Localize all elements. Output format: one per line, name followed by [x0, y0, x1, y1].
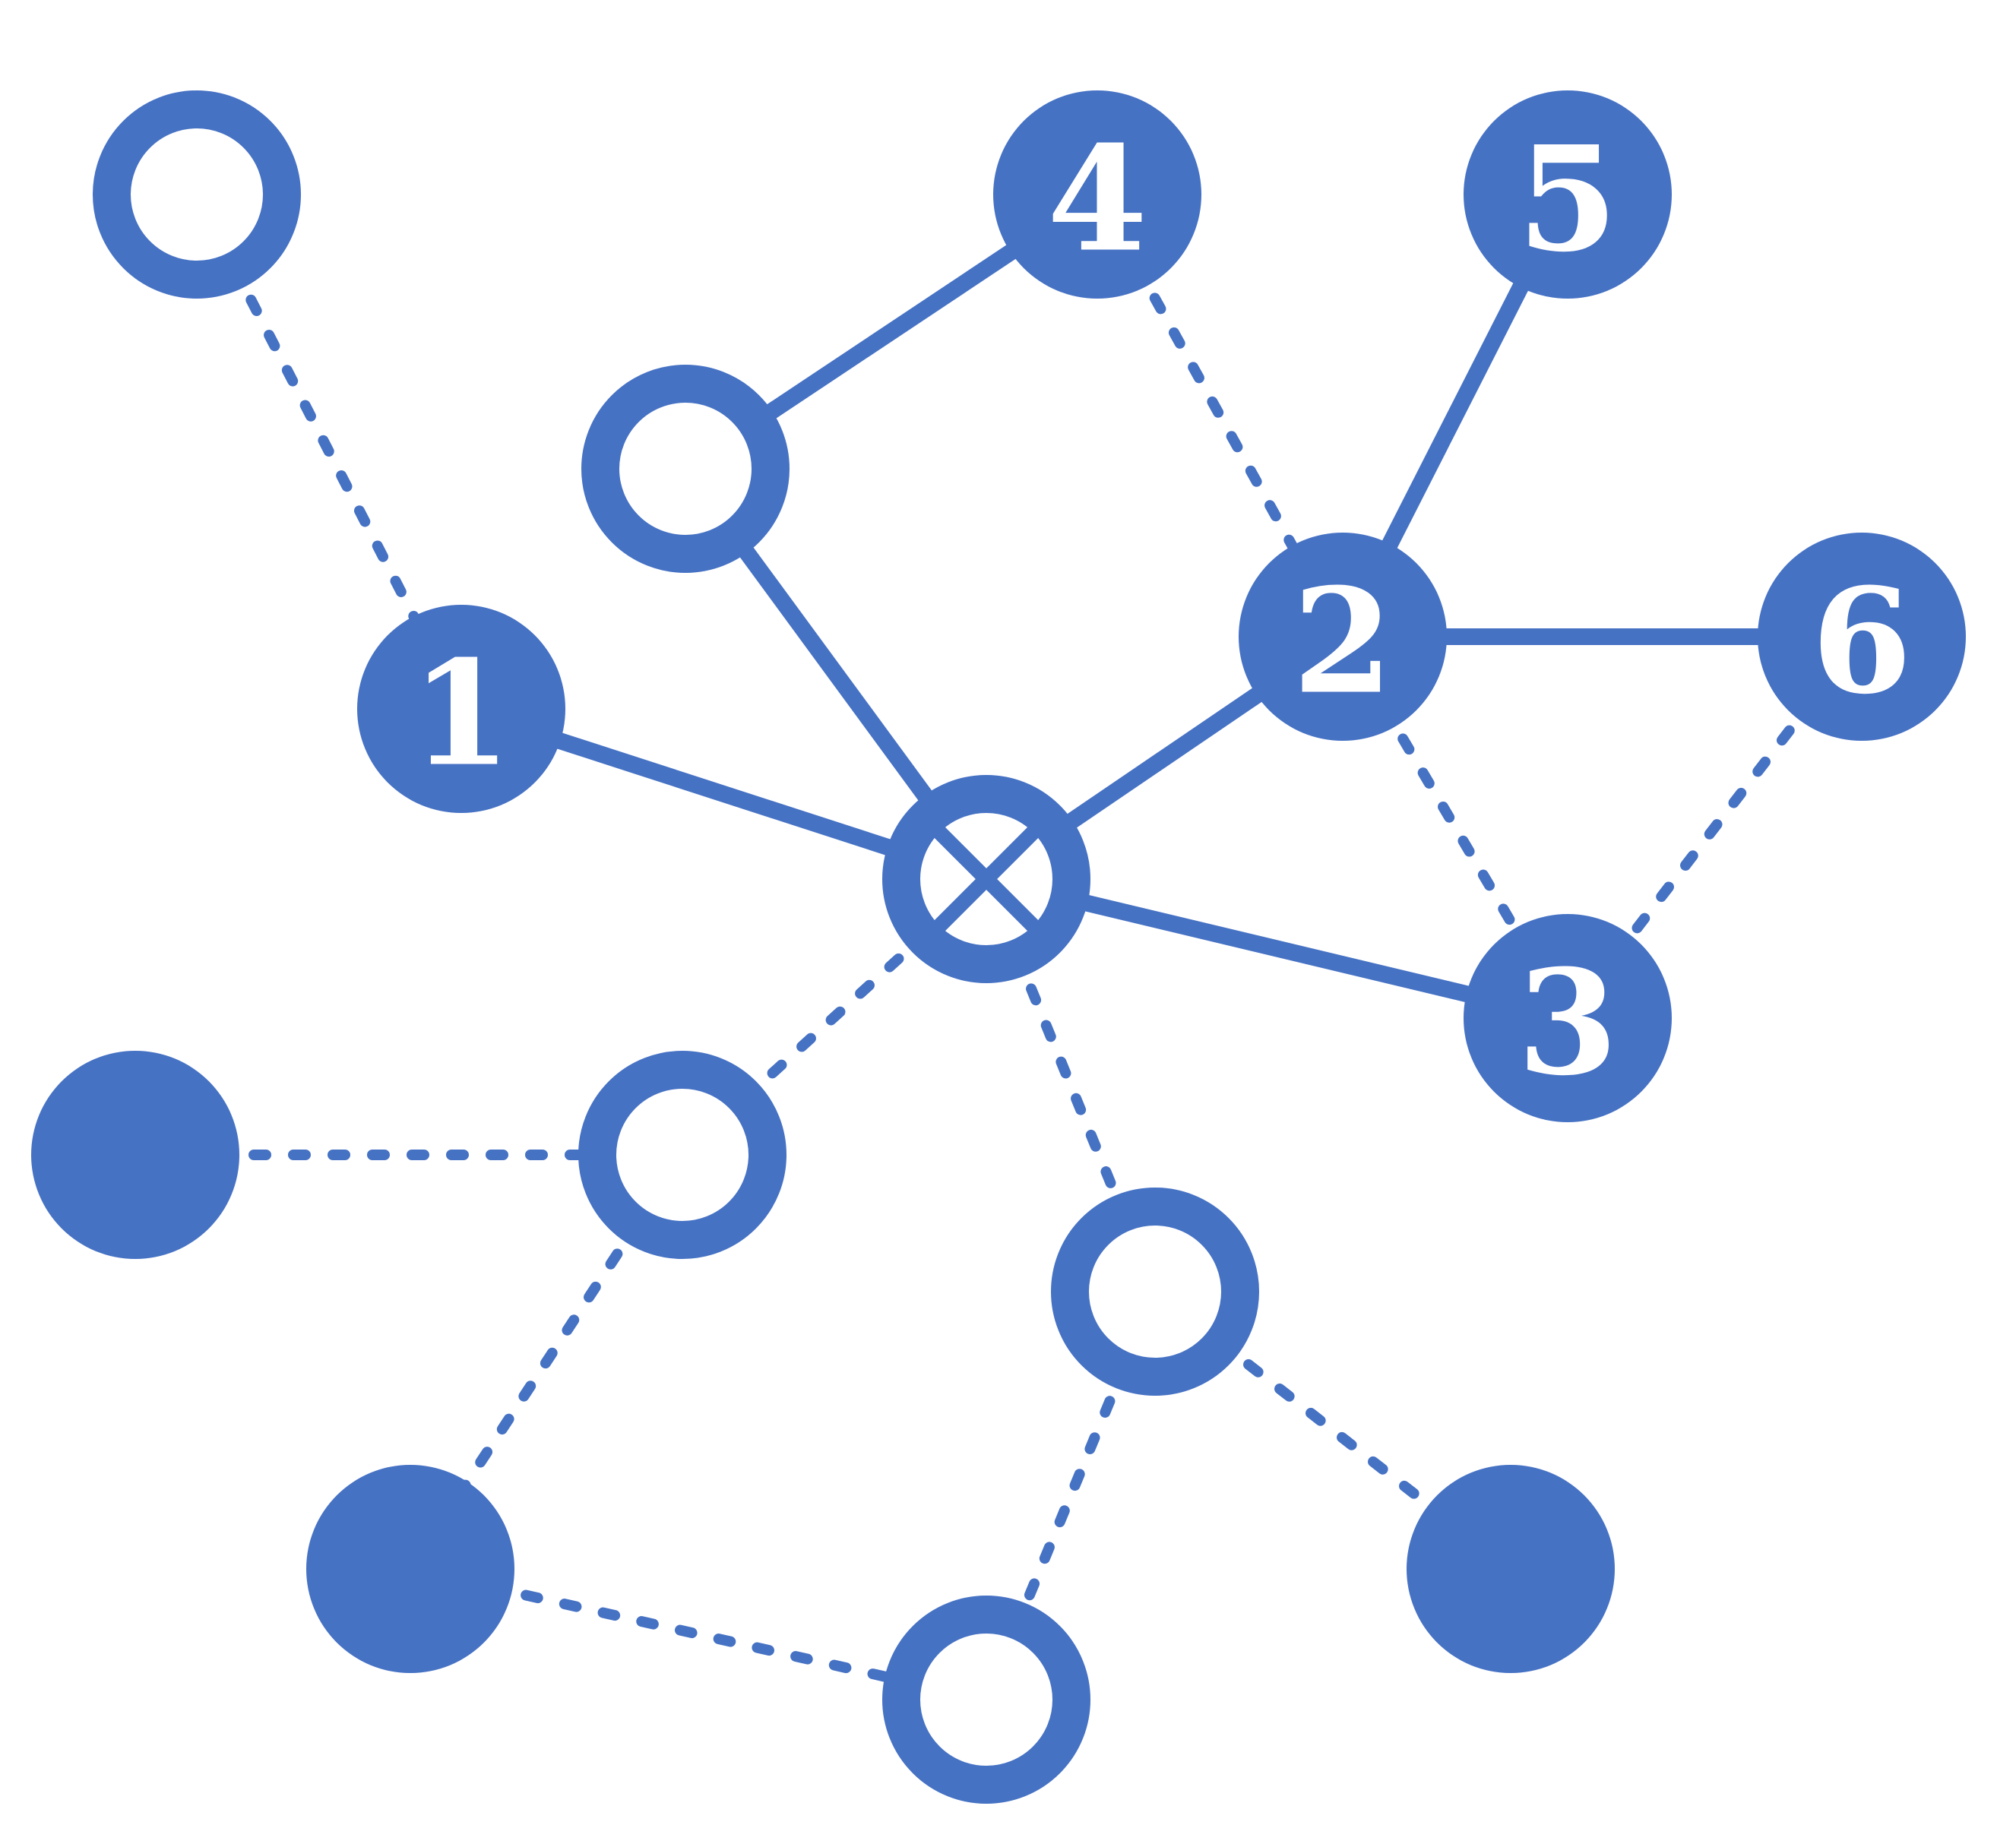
node-e [1051, 1188, 1259, 1396]
node-circle [306, 1465, 514, 1673]
node-b [581, 365, 790, 573]
node-circle [578, 1051, 786, 1259]
node-d [578, 1051, 786, 1259]
node-circle [1051, 1188, 1259, 1396]
node-circle [357, 605, 565, 813]
node-c [31, 1051, 239, 1259]
node-circle [1464, 914, 1672, 1122]
node-a [93, 90, 301, 299]
node-label: 6 [1812, 557, 1912, 726]
node-circle [1407, 1465, 1615, 1673]
node-circle [581, 365, 790, 573]
node-n2: 2 [1239, 533, 1447, 741]
node-n5: 5 [1464, 90, 1672, 299]
node-circle [1464, 90, 1672, 299]
edge-x-d [677, 874, 992, 1160]
node-n1: 1 [357, 605, 565, 813]
node-label: 5 [1518, 115, 1618, 284]
node-label: 4 [1047, 115, 1147, 284]
node-circle [993, 90, 1201, 299]
node-circle [1239, 533, 1447, 741]
node-x [882, 775, 1090, 983]
nodes-layer: 4 5 1 2 6 3 [31, 90, 1966, 1804]
node-circle [93, 90, 301, 299]
node-g [1407, 1465, 1615, 1673]
node-label: 3 [1518, 938, 1618, 1108]
node-f [306, 1465, 514, 1673]
node-n6: 6 [1758, 533, 1966, 741]
node-n4: 4 [993, 90, 1201, 299]
node-n3: 3 [1464, 914, 1672, 1122]
node-circle [882, 1596, 1090, 1804]
node-label: 2 [1293, 557, 1393, 726]
cross-mark-line [920, 813, 1052, 945]
node-h [882, 1596, 1090, 1804]
node-label: 1 [411, 629, 511, 799]
node-circle [1758, 533, 1966, 741]
node-circle [31, 1051, 239, 1259]
